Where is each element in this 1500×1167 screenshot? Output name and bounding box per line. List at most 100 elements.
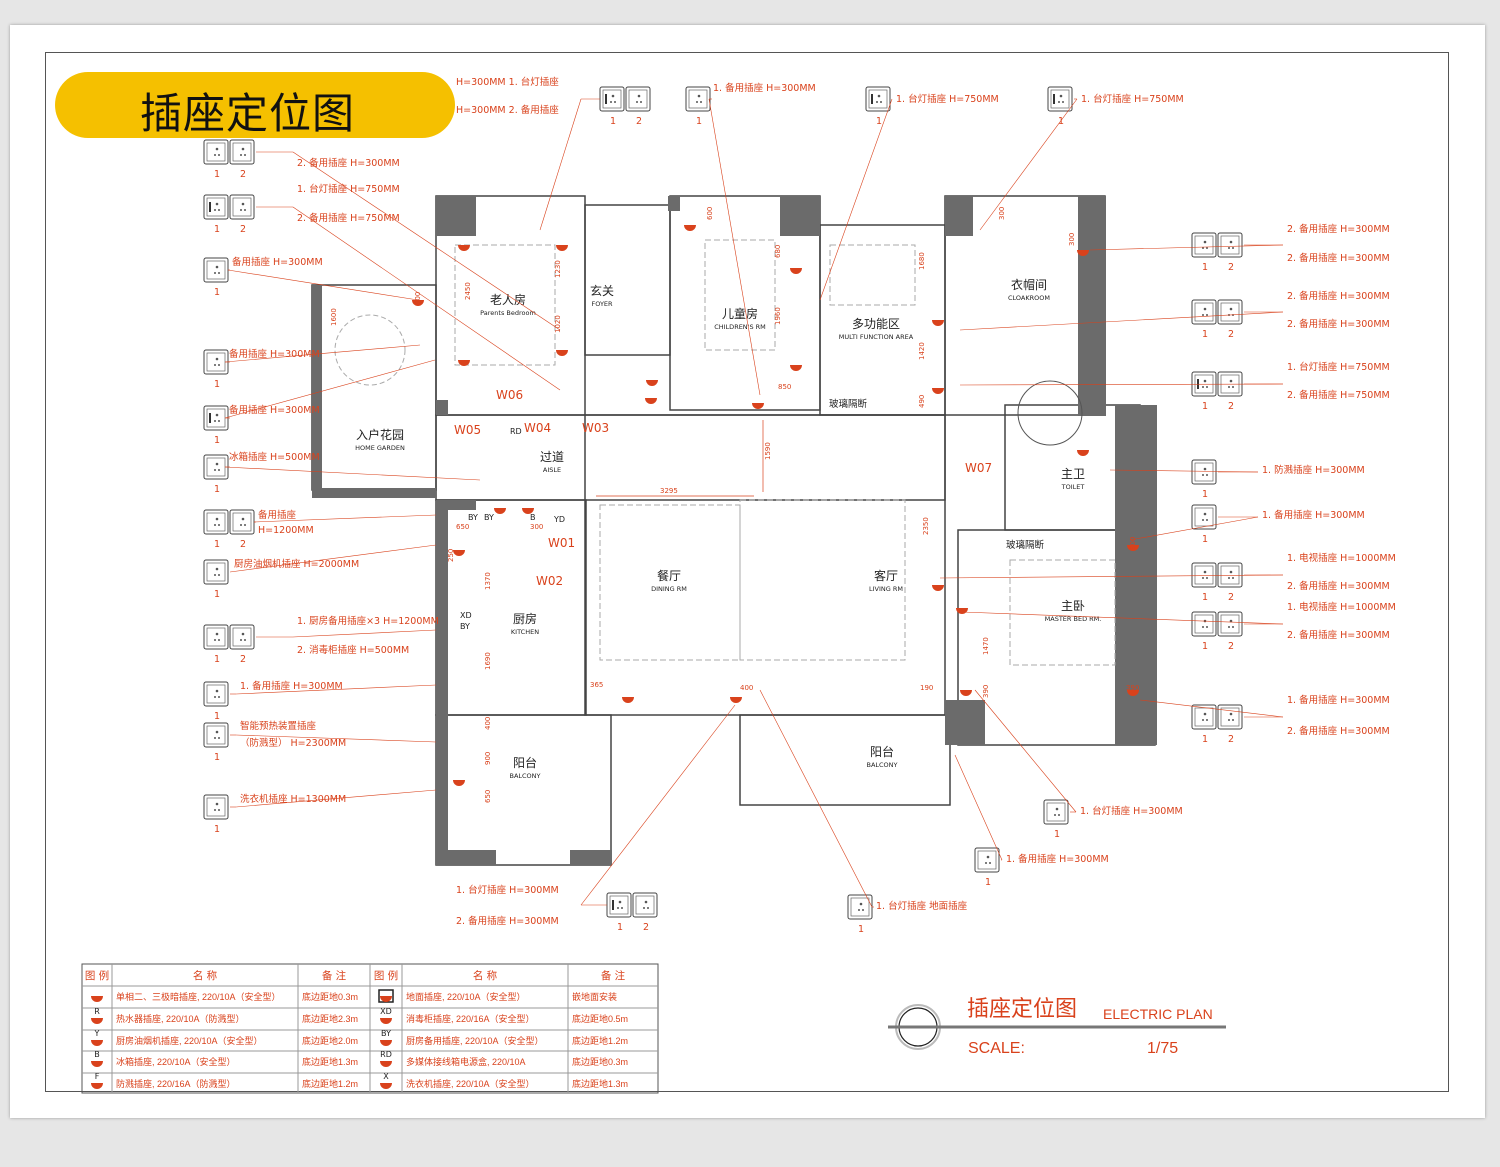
glass-partition-note: 玻璃隔断 — [829, 398, 868, 410]
socket-number: 1 — [1202, 592, 1208, 603]
socket-hole — [1203, 307, 1207, 311]
socket-hole — [1202, 577, 1204, 579]
dimension-label: 3295 — [660, 487, 678, 495]
socket-face — [1194, 614, 1214, 634]
socket-hole — [1202, 519, 1204, 521]
dimension-label: 1420 — [918, 342, 926, 360]
socket-face — [688, 89, 708, 109]
window-tag: W01 — [548, 536, 575, 550]
garden-table — [334, 314, 406, 386]
socket-hole — [1232, 626, 1234, 628]
socket-label: 2. 备用插座 H=300MM — [1287, 290, 1390, 302]
socket-hole — [1206, 719, 1208, 721]
socket-hole — [1206, 314, 1208, 316]
switch-mark — [1053, 94, 1055, 104]
socket-label: 1. 备用插座 H=300MM — [240, 680, 343, 692]
dimension-label: 2450 — [464, 282, 472, 300]
wall-socket-icon — [1217, 704, 1243, 730]
dimension-label: 300 — [1068, 233, 1076, 246]
wall-socket-icon — [1191, 232, 1217, 258]
outlet-symbol — [730, 697, 742, 703]
leader-line — [959, 383, 1284, 386]
outlet-symbol — [684, 225, 696, 231]
room-name-en: TOILET — [1061, 483, 1085, 491]
socket-hole — [621, 907, 623, 909]
socket-hole — [214, 420, 216, 422]
legend-name: 热水器插座, 220/10A（防溅型） — [116, 1013, 245, 1024]
legend-name: 单相二、三极暗插座, 220/10A（安全型） — [116, 991, 281, 1002]
socket-label: 2. 备用插座 H=300MM — [1287, 580, 1390, 592]
room-outline — [435, 499, 587, 716]
outlet-symbol — [932, 388, 944, 394]
leader-line — [224, 359, 436, 419]
socket-number: 1 — [985, 877, 991, 888]
socket-label: 1. 台灯插座 H=300MM — [456, 884, 559, 896]
wall-socket-icon — [1191, 611, 1217, 637]
room-name-en: AISLE — [543, 466, 561, 474]
dimension-label: 680 — [774, 245, 782, 258]
socket-number: 1 — [858, 924, 864, 935]
wall-block — [1115, 405, 1157, 745]
legend-tag: BY — [381, 1029, 391, 1038]
socket-hole — [1203, 467, 1207, 471]
socket-face — [206, 562, 226, 582]
glass-partition-note: 玻璃隔断 — [1006, 539, 1045, 551]
socket-hole — [1232, 577, 1234, 579]
leader-line — [939, 574, 1284, 579]
leader-line — [819, 98, 893, 301]
socket-number: 1 — [1054, 829, 1060, 840]
socket-number: 1 — [1202, 734, 1208, 745]
socket-number: 1 — [610, 116, 616, 127]
socket-face — [206, 260, 226, 280]
outlet-symbol — [645, 398, 657, 404]
dimension-label: 1960 — [774, 307, 782, 325]
dimension-label: 650 — [456, 523, 469, 531]
wall-block — [668, 196, 680, 211]
room-name: 老人房 — [490, 292, 526, 307]
socket-face — [1194, 565, 1214, 585]
socket-callout: 11. 备用插座 H=300MM — [203, 680, 437, 722]
socket-label: 1. 电视插座 H=1000MM — [1287, 601, 1396, 613]
outlet-symbol — [1077, 450, 1089, 456]
room-name: 阳台 — [870, 744, 894, 759]
socket-hole — [218, 469, 220, 471]
socket-hole — [1203, 379, 1207, 383]
socket-label: 1. 备用插座 H=300MM — [1287, 694, 1390, 706]
socket-label: 1. 台灯插座 H=750MM — [297, 183, 400, 195]
socket-hole — [989, 862, 991, 864]
socket-hole — [244, 154, 246, 156]
socket-number: 2 — [1228, 641, 1234, 652]
legend-table: 图 例名 称备 注图 例名 称备 注单相二、三极暗插座, 220/10A（安全型… — [81, 963, 659, 1094]
socket-label: 备用插座 H=300MM — [232, 256, 323, 268]
wall-socket-icon — [1217, 611, 1243, 637]
wall-socket-icon — [203, 454, 229, 480]
legend-tag: Y — [94, 1029, 100, 1038]
socket-hole — [214, 209, 216, 211]
equipment-tag: BY — [468, 513, 478, 522]
leader-line — [235, 789, 437, 808]
title-block-en: ELECTRIC PLAN — [1103, 1006, 1213, 1022]
socket-hole — [215, 462, 219, 466]
legend-note: 底边距地2.0m — [302, 1035, 358, 1046]
equipment-tag: YD — [553, 515, 565, 524]
socket-callout: 11. 备用插座 H=300MM — [954, 754, 1109, 888]
socket-hole — [214, 737, 216, 739]
socket-face — [232, 197, 252, 217]
wall-block — [436, 196, 476, 236]
wall-socket-icon — [1217, 562, 1243, 588]
socket-label: 1. 防溅插座 H=300MM — [1262, 464, 1365, 476]
wall-socket-icon — [229, 509, 255, 535]
socket-face — [1220, 302, 1240, 322]
socket-hole — [1228, 626, 1230, 628]
socket-hole — [1202, 474, 1204, 476]
socket-label: 1. 台灯插座 H=750MM — [896, 93, 999, 105]
socket-number: 2 — [240, 539, 246, 550]
socket-hole — [1058, 101, 1060, 103]
socket-hole — [218, 574, 220, 576]
socket-label: 智能预热装置插座 — [240, 720, 317, 732]
